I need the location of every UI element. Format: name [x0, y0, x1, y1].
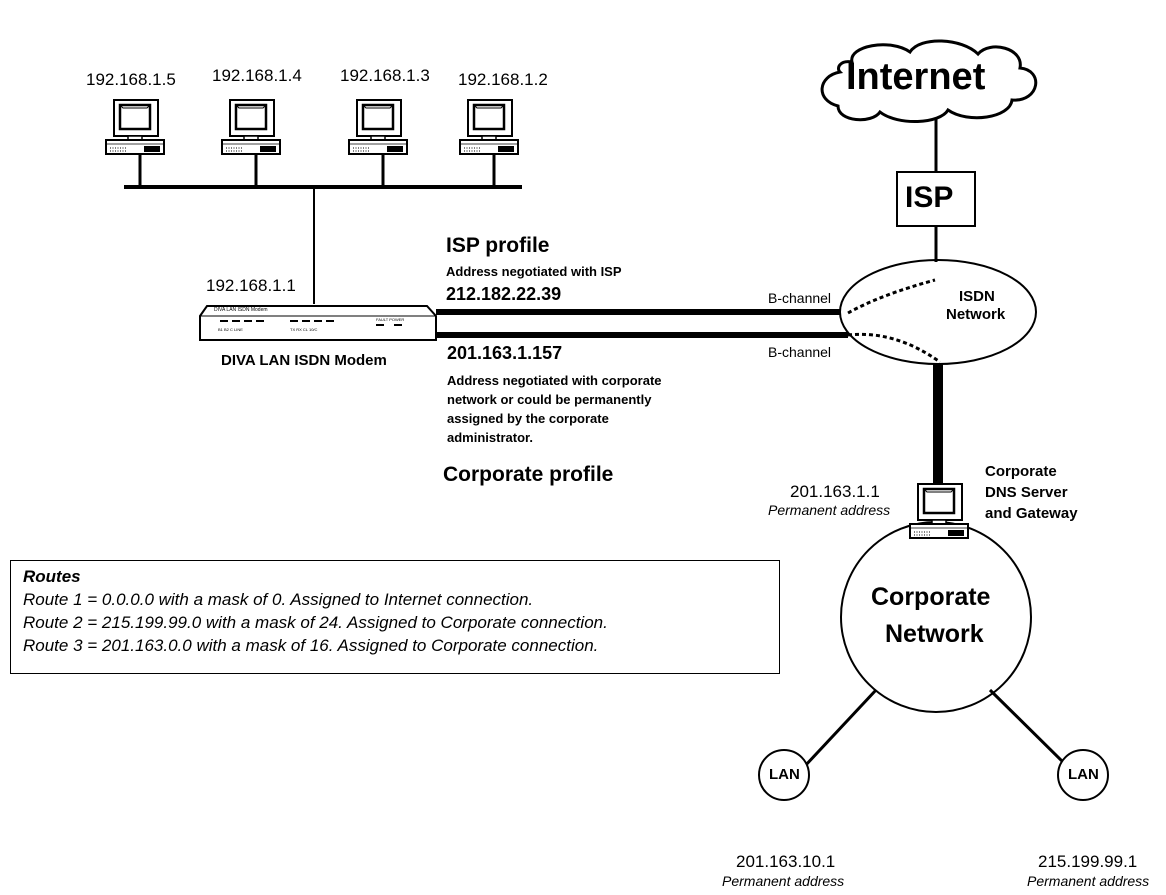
dns-server-computer-icon — [908, 482, 970, 540]
internet-label: Internet — [846, 56, 986, 98]
isdn-label-line-1: ISDN — [959, 288, 995, 305]
lan-2-note: Permanent address — [1027, 873, 1150, 889]
lan-link-line-2 — [988, 688, 1068, 767]
b-channel-label-1: B-channel — [768, 290, 832, 306]
corporate-profile-address: 201.163.1.157 — [447, 343, 563, 363]
internet-cloud-shape — [820, 39, 1038, 124]
isdn-label-line-2: Network — [946, 306, 1006, 323]
svg-text:FAULT POWER: FAULT POWER — [376, 317, 404, 322]
modem-ip: 192.168.1.1 — [206, 276, 296, 295]
corporate-network-label-line-1: Corporate — [871, 583, 991, 611]
route-item-2: Route 2 = 215.199.99.0 with a mask of 24… — [23, 613, 608, 632]
modem-device-icon: B1 B2 C LINE TX RX CL 10/C FAULT POWER — [199, 305, 437, 341]
lan-1-ip: 201.163.10.1 — [736, 852, 836, 871]
corporate-note-line-3: assigned by the corporate — [447, 411, 609, 426]
svg-text:TX RX CL 10/C: TX RX CL 10/C — [290, 327, 318, 332]
host-computer-4-icon — [458, 98, 520, 156]
modem-name: DIVA LAN ISDN Modem — [221, 352, 387, 369]
dns-server-label-line-1: Corporate — [985, 463, 1057, 480]
b-channel-label-2: B-channel — [768, 344, 832, 360]
lan-2-shape — [1057, 749, 1109, 801]
modem-faceplate-label: DIVA LAN ISDN Modem — [214, 307, 268, 313]
corporate-note-line-4: administrator. — [447, 430, 533, 445]
corporate-network-shape — [840, 521, 1032, 713]
host-computer-1-icon — [104, 98, 166, 156]
route-item-3: Route 3 = 201.163.0.0 with a mask of 16.… — [23, 636, 599, 655]
corporate-network-label-line-2: Network — [885, 620, 984, 648]
routes-title: Routes — [23, 567, 81, 586]
host-1-ip: 192.168.1.5 — [86, 70, 176, 89]
isdn-network-shape — [839, 259, 1037, 365]
isp-profile-title: ISP profile — [446, 234, 550, 257]
dns-server-ip: 201.163.1.1 — [790, 482, 880, 501]
isp-label: ISP — [905, 181, 954, 214]
routes-box: Routes Route 1 = 0.0.0.0 with a mask of … — [10, 560, 780, 674]
isp-profile-address: 212.182.22.39 — [446, 284, 562, 304]
corporate-profile-title: Corporate profile — [443, 463, 614, 486]
lan-1-shape — [758, 749, 810, 801]
lan-2-ip: 215.199.99.1 — [1038, 852, 1138, 871]
host-computer-2-icon — [220, 98, 282, 156]
host-computer-3-icon — [347, 98, 409, 156]
corporate-note-line-2: network or could be permanently — [447, 392, 652, 407]
corporate-note-line-1: Address negotiated with corporate — [447, 373, 662, 388]
svg-text:B1 B2 C LINE: B1 B2 C LINE — [218, 327, 243, 332]
isp-box — [896, 171, 976, 227]
host-3-ip: 192.168.1.3 — [340, 66, 430, 85]
lan-link-line-1 — [802, 688, 878, 769]
host-2-ip: 192.168.1.4 — [212, 66, 302, 85]
isp-profile-subtitle: Address negotiated with ISP — [446, 264, 622, 279]
lan-1-label: LAN — [769, 766, 800, 783]
lan-1-note: Permanent address — [722, 873, 845, 889]
host-4-ip: 192.168.1.2 — [458, 70, 548, 89]
dns-server-ip-note: Permanent address — [768, 502, 891, 518]
lan-2-label: LAN — [1068, 766, 1099, 783]
route-item-1: Route 1 = 0.0.0.0 with a mask of 0. Assi… — [23, 590, 534, 609]
dns-server-label-line-2: DNS Server — [985, 484, 1068, 501]
dns-server-label-line-3: and Gateway — [985, 505, 1078, 522]
